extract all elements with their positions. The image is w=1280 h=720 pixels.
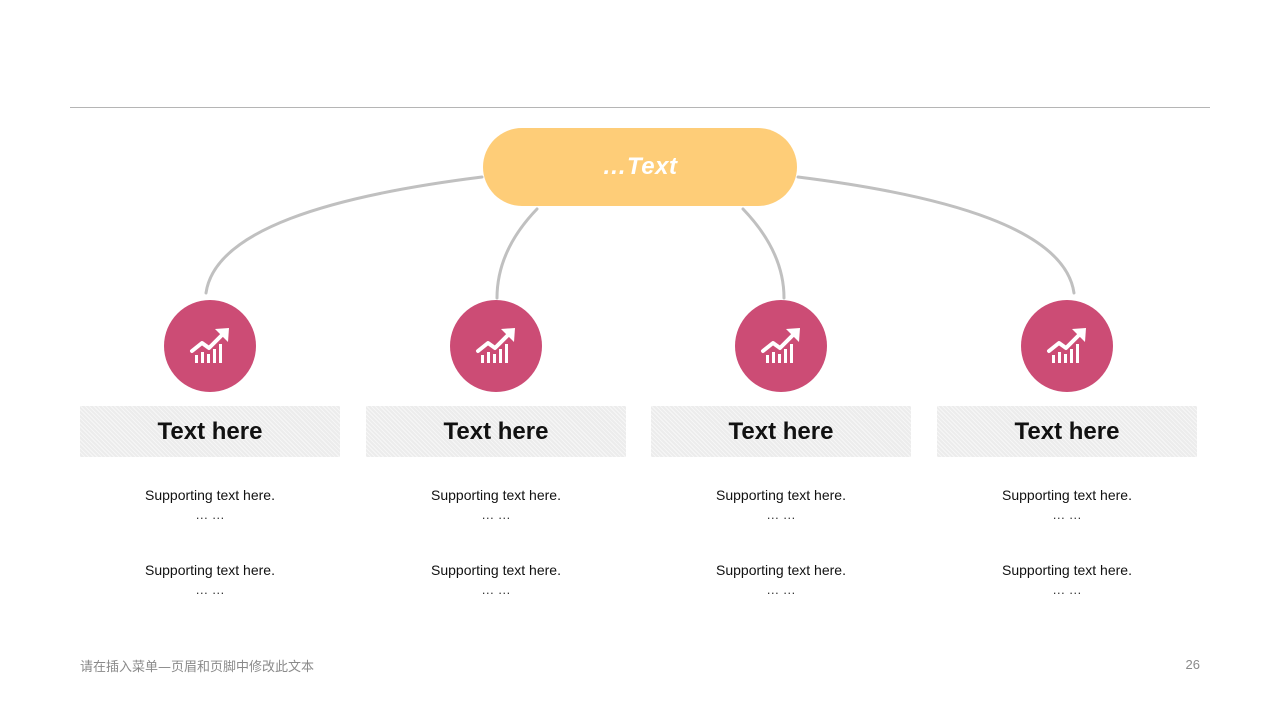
support-line: Supporting text here.	[431, 487, 561, 503]
growth-chart-icon	[190, 328, 229, 363]
supporting-text-2: Supporting text here. … …	[366, 560, 626, 600]
node-circle	[450, 300, 542, 392]
column-title: Text here	[728, 417, 834, 445]
connector-1	[204, 175, 484, 295]
supporting-text-1: Supporting text here. … …	[366, 485, 626, 525]
column-title: Text here	[443, 417, 549, 445]
connector-3	[741, 207, 786, 300]
column-title: Text here	[157, 417, 263, 445]
connector-4	[796, 175, 1076, 295]
support-ellipsis: … …	[195, 582, 225, 597]
top-divider	[70, 107, 1210, 108]
support-ellipsis: … …	[1052, 582, 1082, 597]
column-header: Text here	[651, 406, 911, 457]
root-label: …Text	[602, 153, 678, 180]
supporting-text-2: Supporting text here. … …	[937, 560, 1197, 600]
support-line: Supporting text here.	[1002, 562, 1132, 578]
support-ellipsis: … …	[481, 507, 511, 522]
support-line: Supporting text here.	[145, 487, 275, 503]
supporting-text-1: Supporting text here. … …	[651, 485, 911, 525]
column-header: Text here	[80, 406, 340, 457]
support-ellipsis: … …	[766, 507, 796, 522]
node-circle	[735, 300, 827, 392]
root-node: …Text	[483, 128, 797, 206]
support-line: Supporting text here.	[431, 562, 561, 578]
footer-text: 请在插入菜单—页眉和页脚中修改此文本	[80, 660, 315, 675]
growth-chart-icon	[476, 328, 515, 363]
supporting-text-2: Supporting text here. … …	[651, 560, 911, 600]
supporting-text-1: Supporting text here. … …	[80, 485, 340, 525]
support-ellipsis: … …	[766, 582, 796, 597]
supporting-text-1: Supporting text here. … …	[937, 485, 1197, 525]
column-header: Text here	[937, 406, 1197, 457]
support-ellipsis: … …	[195, 507, 225, 522]
support-line: Supporting text here.	[716, 487, 846, 503]
page-number: 26	[1185, 657, 1200, 672]
growth-chart-icon	[761, 328, 800, 363]
supporting-text-2: Supporting text here. … …	[80, 560, 340, 600]
connector-2	[495, 207, 539, 300]
node-circle	[1021, 300, 1113, 392]
support-ellipsis: … …	[1052, 507, 1082, 522]
support-line: Supporting text here.	[1002, 487, 1132, 503]
support-line: Supporting text here.	[145, 562, 275, 578]
growth-chart-icon	[1047, 328, 1086, 363]
node-circle	[164, 300, 256, 392]
support-line: Supporting text here.	[716, 562, 846, 578]
column-header: Text here	[366, 406, 626, 457]
column-title: Text here	[1014, 417, 1120, 445]
support-ellipsis: … …	[481, 582, 511, 597]
